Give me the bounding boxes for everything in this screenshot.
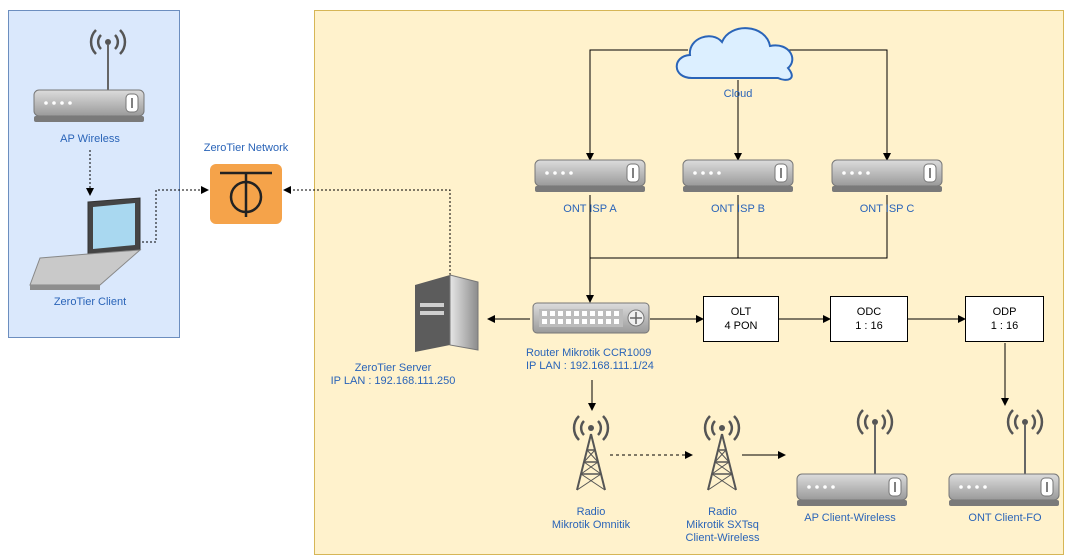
edge-client-to-zerotier xyxy=(142,186,209,243)
ap-client-wireless-label: AP Client-Wireless xyxy=(804,512,896,524)
zerotier-server-label: ZeroTier Server IP LAN : 192.168.111.250 xyxy=(318,362,468,388)
odc-box: ODC 1 : 16 xyxy=(830,296,908,342)
ont-isp-c-device xyxy=(831,159,943,193)
ont-isp-b-label: ONT ISP B xyxy=(710,203,765,215)
network-switch-icon xyxy=(532,302,650,334)
radio-tower-icon xyxy=(705,416,739,490)
odc-detail: 1 : 16 xyxy=(855,320,883,332)
ont-isp-a-device xyxy=(534,159,646,193)
edge-cloud-to-ont-a xyxy=(586,49,688,161)
wifi-antenna-icon xyxy=(856,408,894,475)
radio-omni-label: Radio Mikrotik Omnitik xyxy=(546,506,636,532)
odp-box: ODP 1 : 16 xyxy=(965,296,1044,342)
odp-title: ODP xyxy=(992,306,1017,318)
router-ip: IP LAN : 192.168.111.1/24 xyxy=(526,360,654,372)
radio-omni-line2: Mikrotik Omnitik xyxy=(551,519,631,531)
odp-detail: 1 : 16 xyxy=(990,320,1019,332)
laptop-icon xyxy=(29,197,142,290)
router-name: Router Mikrotik CCR1009 xyxy=(526,347,652,359)
wifi-antenna-icon xyxy=(1006,408,1044,475)
olt-title: OLT xyxy=(730,306,752,318)
ont-client-fo-label: ONT Client-FO xyxy=(968,512,1042,524)
olt-box: OLT 4 PON xyxy=(703,296,779,342)
zerotier-client-label: ZeroTier Client xyxy=(53,296,127,308)
ont-isp-c-label: ONT ISP C xyxy=(859,203,915,215)
edge-server-to-zerotier xyxy=(283,186,451,275)
wifi-antenna-icon xyxy=(89,28,127,90)
connectors xyxy=(86,49,1009,459)
odc-title: ODC xyxy=(856,306,882,318)
ap-wireless-device xyxy=(33,28,145,123)
ont-device-icon xyxy=(33,89,145,123)
ont-device-icon xyxy=(796,473,908,507)
ont-isp-a-label: ONT ISP A xyxy=(563,203,617,215)
zerotier-network-label: ZeroTier Network xyxy=(203,142,289,154)
server-tower-icon xyxy=(415,274,479,352)
radio-sxtsq-label: Radio Mikrotik SXTsq Client-Wireless xyxy=(675,506,770,545)
edge-cloud-to-ont-c xyxy=(788,49,891,161)
zerotier-server-ip: IP LAN : 192.168.111.250 xyxy=(330,375,456,387)
olt-detail: 4 PON xyxy=(724,320,758,332)
ont-isp-b-device xyxy=(682,159,794,193)
zerotier-server-name: ZeroTier Server xyxy=(354,362,432,374)
radio-tower-icon xyxy=(574,416,608,490)
radio-sxtsq-line2: Mikrotik SXTsq xyxy=(686,519,759,531)
radio-sxtsq-line1: Radio xyxy=(708,506,737,518)
zerotier-icon xyxy=(210,164,282,224)
radio-sxtsq-line3: Client-Wireless xyxy=(685,532,760,544)
edge-ont-c-to-bus xyxy=(738,195,888,259)
ap-wireless-label: AP Wireless xyxy=(60,133,120,145)
radio-omni-line1: Radio xyxy=(576,506,606,518)
ap-client-wireless-device xyxy=(796,408,908,507)
router-label: Router Mikrotik CCR1009 IP LAN : 192.168… xyxy=(526,347,666,373)
cloud-icon xyxy=(675,27,794,81)
ont-client-fo-device xyxy=(948,408,1060,507)
cloud-label: Cloud xyxy=(723,88,753,100)
ont-device-icon xyxy=(948,473,1060,507)
